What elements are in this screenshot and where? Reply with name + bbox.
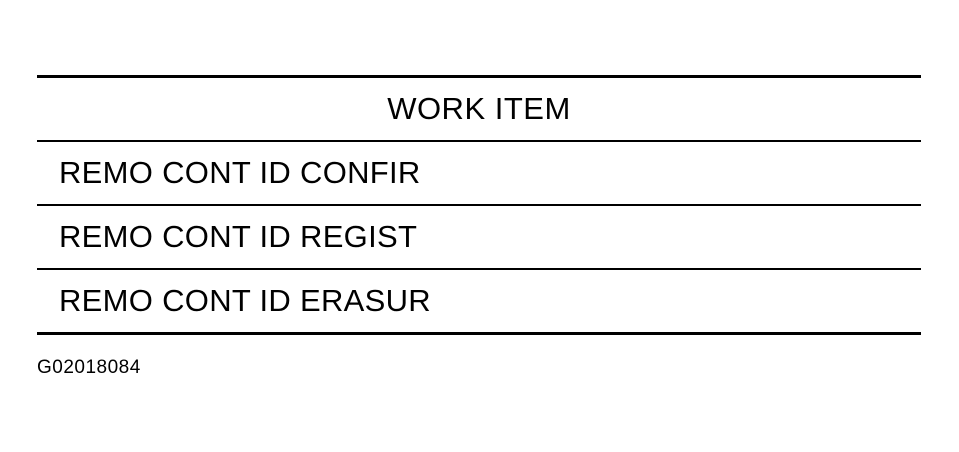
work-item-table: WORK ITEM REMO CONT ID CONFIR REMO CONT … xyxy=(37,75,921,335)
work-item-header: WORK ITEM xyxy=(37,78,921,142)
work-item-row-confirm[interactable]: REMO CONT ID CONFIR xyxy=(59,155,421,190)
work-item-row-register[interactable]: REMO CONT ID REGIST xyxy=(37,204,921,268)
figure-id-label: G02018084 xyxy=(37,357,141,378)
work-item-row-erase[interactable]: REMO CONT ID ERASUR xyxy=(37,268,921,332)
